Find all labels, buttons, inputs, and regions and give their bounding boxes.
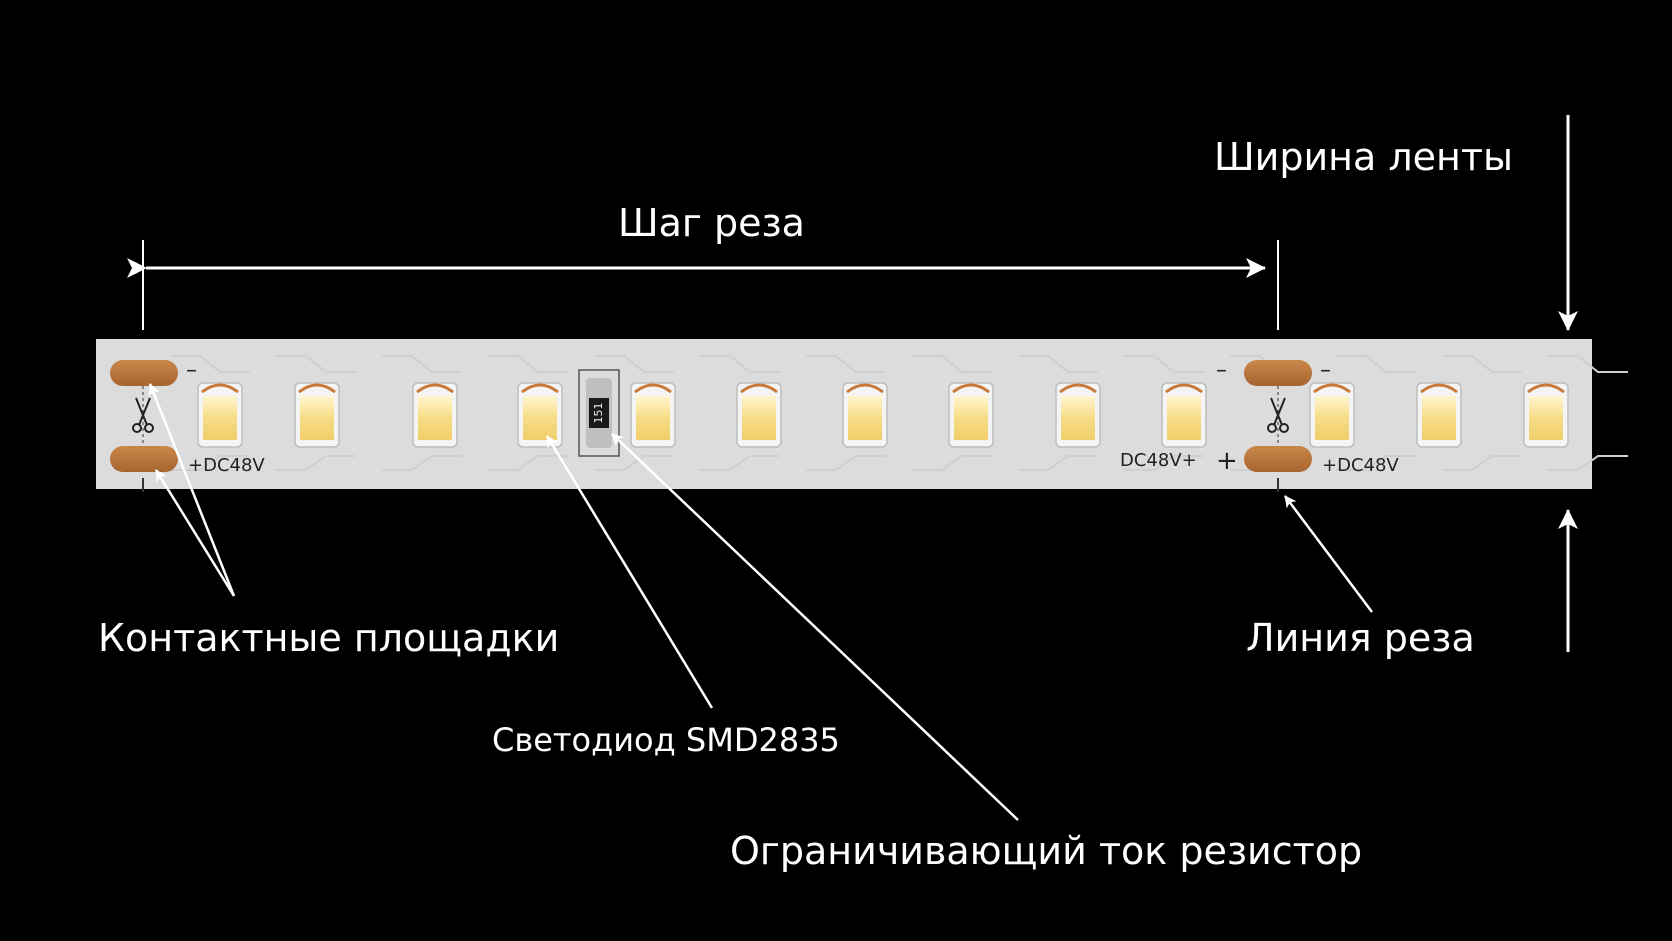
pcb-trace: [488, 455, 568, 471]
pcb-trace: [594, 455, 674, 471]
led-chip: [1523, 382, 1569, 448]
tape-width-label: Ширина ленты: [1214, 135, 1514, 179]
pads-pointer-1: [148, 383, 236, 597]
cutline-pointer: [1284, 495, 1373, 613]
pcb-trace: [276, 355, 356, 373]
minus-sign-mid: –: [1216, 358, 1227, 383]
cut-line-label: Линия реза: [1246, 616, 1475, 660]
pcb-trace: [1018, 355, 1098, 373]
pcb-trace: [594, 355, 674, 373]
pcb-trace: [1548, 355, 1628, 373]
resistor-pointer: [611, 433, 1019, 821]
plus-sign-mid: +: [1216, 446, 1238, 476]
led-chip: [1416, 382, 1462, 448]
contact-pads-label: Контактные площадки: [98, 616, 560, 660]
pcb-trace: [1442, 355, 1522, 373]
led-chip: [948, 382, 994, 448]
pcb-trace: [1442, 455, 1522, 471]
minus-sign-left: –: [186, 358, 197, 383]
minus-sign-right: –: [1320, 358, 1331, 383]
pcb-trace: [488, 355, 568, 373]
led-chip: [294, 382, 340, 448]
led-chip: [412, 382, 458, 448]
pcb-trace: [700, 455, 780, 471]
led-chip: [197, 382, 243, 448]
led-chip: [842, 382, 888, 448]
led-pointer: [545, 435, 714, 709]
pcb-trace: [912, 455, 992, 471]
led-chip: [1161, 382, 1207, 448]
resistor-label: Ограничивающий ток резистор: [730, 829, 1363, 873]
pcb-trace: [1124, 455, 1204, 471]
pcb-trace: [806, 455, 886, 471]
led-label: Светодиод SMD2835: [492, 721, 840, 759]
pcb-trace: [1124, 355, 1204, 373]
led-row: [197, 382, 1569, 448]
pcb-trace: [700, 355, 780, 373]
cut-step-label: Шаг реза: [618, 201, 805, 245]
pcb-trace: [382, 355, 462, 373]
led-chip: [1309, 382, 1355, 448]
scissors-icon: [132, 397, 154, 433]
voltage-label-left: +DC48V: [188, 455, 265, 476]
voltage-label-mid: DC48V+: [1120, 450, 1197, 471]
pads-pointer-2: [154, 469, 236, 597]
pcb-trace: [1548, 455, 1628, 471]
pcb-trace: [382, 455, 462, 471]
resistor-code: 151: [592, 403, 605, 424]
pcb-trace: [1336, 455, 1416, 471]
pcb-trace: [1018, 455, 1098, 471]
resistor: 151: [578, 369, 620, 457]
pcb-trace: [170, 355, 250, 373]
led-chip: [1055, 382, 1101, 448]
contact-pads-left: [110, 360, 178, 472]
voltage-label-right: +DC48V: [1322, 455, 1399, 476]
led-chip: [630, 382, 676, 448]
led-chip: [517, 382, 563, 448]
scissors-icon: [1267, 397, 1289, 433]
pcb-trace: [806, 355, 886, 373]
pcb-trace: [912, 355, 992, 373]
pcb-trace: [1336, 355, 1416, 373]
led-chip: [736, 382, 782, 448]
contact-pads-right: [1244, 360, 1312, 472]
pcb-trace: [276, 455, 356, 471]
